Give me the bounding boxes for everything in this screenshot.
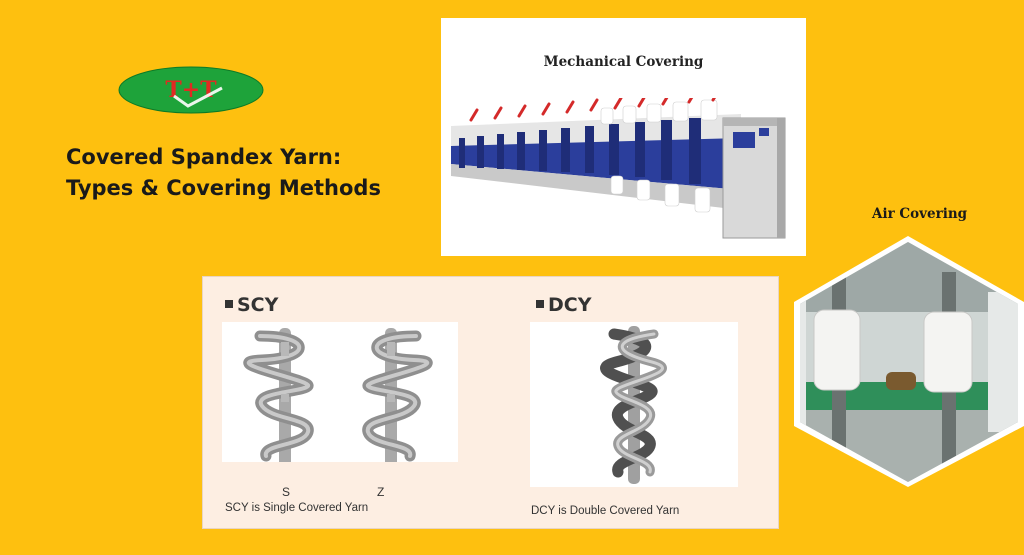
bullet-square-icon: [536, 299, 544, 308]
air-covering-image: [792, 232, 1024, 487]
dcy-diagram: [530, 322, 738, 487]
brand-logo: T+T: [118, 66, 264, 114]
title-line-2: Types & Covering Methods: [66, 176, 381, 200]
bullet-square-icon: [225, 299, 233, 308]
s-twist-label: S: [282, 485, 291, 499]
scy-heading: SCY: [225, 294, 278, 316]
air-covering-caption: Air Covering: [872, 206, 968, 222]
title-line-1: Covered Spandex Yarn:: [66, 145, 342, 169]
logo-text: T+T: [165, 77, 217, 103]
z-twist-label: Z: [377, 485, 385, 499]
mechanical-machine-image: [451, 98, 786, 239]
yarn-types-diagram: SCY S Z SCY is Single Covered Yarn: [202, 276, 779, 529]
z-twist-yarn: [362, 328, 433, 478]
scy-caption: SCY is Single Covered Yarn: [225, 502, 369, 514]
double-covered-yarn: [600, 326, 667, 484]
page-title: Covered Spandex Yarn: Types & Covering M…: [66, 142, 426, 204]
dcy-caption: DCY is Double Covered Yarn: [531, 505, 680, 517]
mechanical-covering-caption: Mechanical Covering: [543, 54, 704, 70]
mechanical-covering-card: Mechanical Covering: [441, 18, 806, 256]
dcy-heading: DCY: [536, 294, 591, 316]
s-twist-yarn: [243, 328, 314, 478]
scy-diagram: [222, 322, 458, 478]
